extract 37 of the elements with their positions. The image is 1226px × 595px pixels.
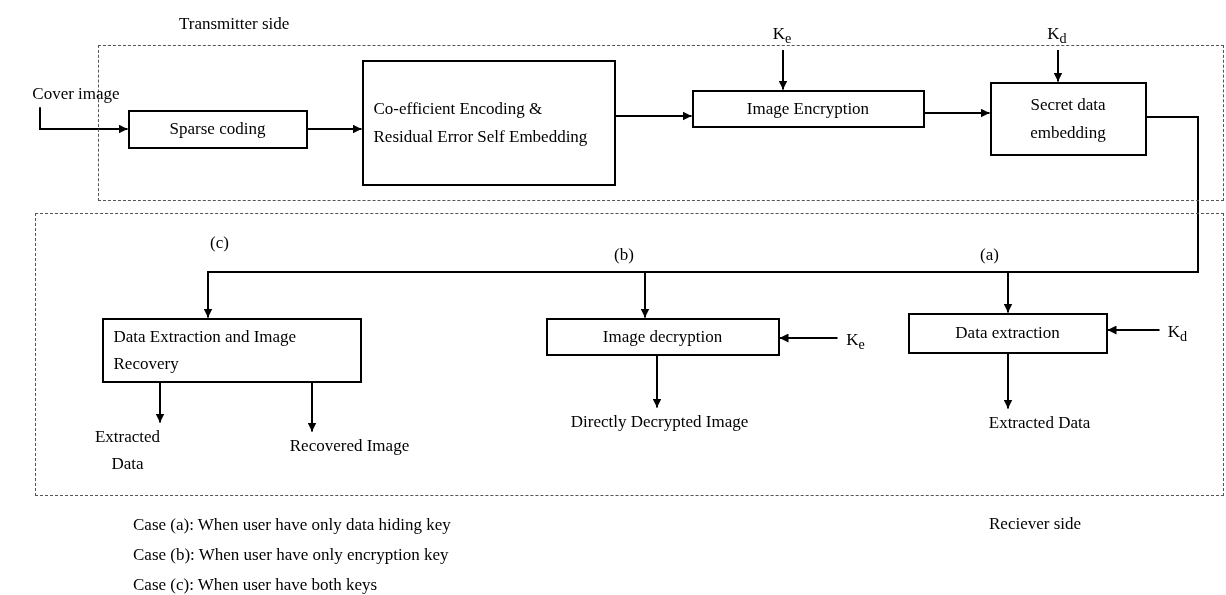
output-label: Extracted Data — [79, 422, 176, 477]
note-text: Case (a): When user have only data hiding key — [133, 515, 451, 535]
arrow — [39, 106, 129, 134]
region-label: Transmitter side — [179, 14, 290, 34]
note-text: Case (c): When user have both keys — [133, 575, 378, 595]
arrow — [307, 381, 317, 433]
case-marker: (c) — [210, 233, 229, 253]
arrow — [1003, 352, 1013, 410]
process-box: Data extraction — [907, 312, 1108, 354]
arrow — [614, 111, 693, 121]
output-label: Directly Decrypted Image — [554, 407, 765, 435]
region-label: Reciever side — [989, 514, 1082, 534]
key-label: K$_{e}$ — [762, 20, 802, 51]
case-marker: (a) — [980, 245, 999, 265]
arrow — [778, 333, 839, 343]
arrow — [923, 108, 991, 118]
process-box: Secret data embedding — [989, 81, 1147, 156]
process-box: Image decryption — [545, 317, 780, 356]
arrow — [652, 354, 662, 409]
process-box: Sparse coding — [127, 109, 308, 149]
arrow — [778, 49, 788, 91]
key-label: K$_{e}$ — [837, 325, 874, 356]
process-box: Image Encryption — [691, 89, 925, 128]
key-label: K$_{d}$ — [1037, 20, 1077, 51]
key-label: K$_{d}$ — [1159, 317, 1196, 348]
arrow — [1053, 49, 1063, 83]
arrow — [155, 381, 165, 424]
input-label: Cover image — [5, 80, 147, 108]
output-label: Recovered Image — [249, 431, 450, 459]
process-box: Co-efficient Encoding & Residual Error Self Embedding — [361, 59, 616, 186]
arrow — [1106, 325, 1161, 335]
case-marker: (b) — [614, 245, 634, 265]
output-label: Extracted Data — [949, 408, 1130, 436]
process-box: Data Extraction and Image Recovery — [101, 317, 362, 383]
arrow — [306, 124, 363, 134]
note-text: Case (b): When user have only encryption key — [133, 545, 449, 565]
arrow — [1003, 116, 1199, 314]
